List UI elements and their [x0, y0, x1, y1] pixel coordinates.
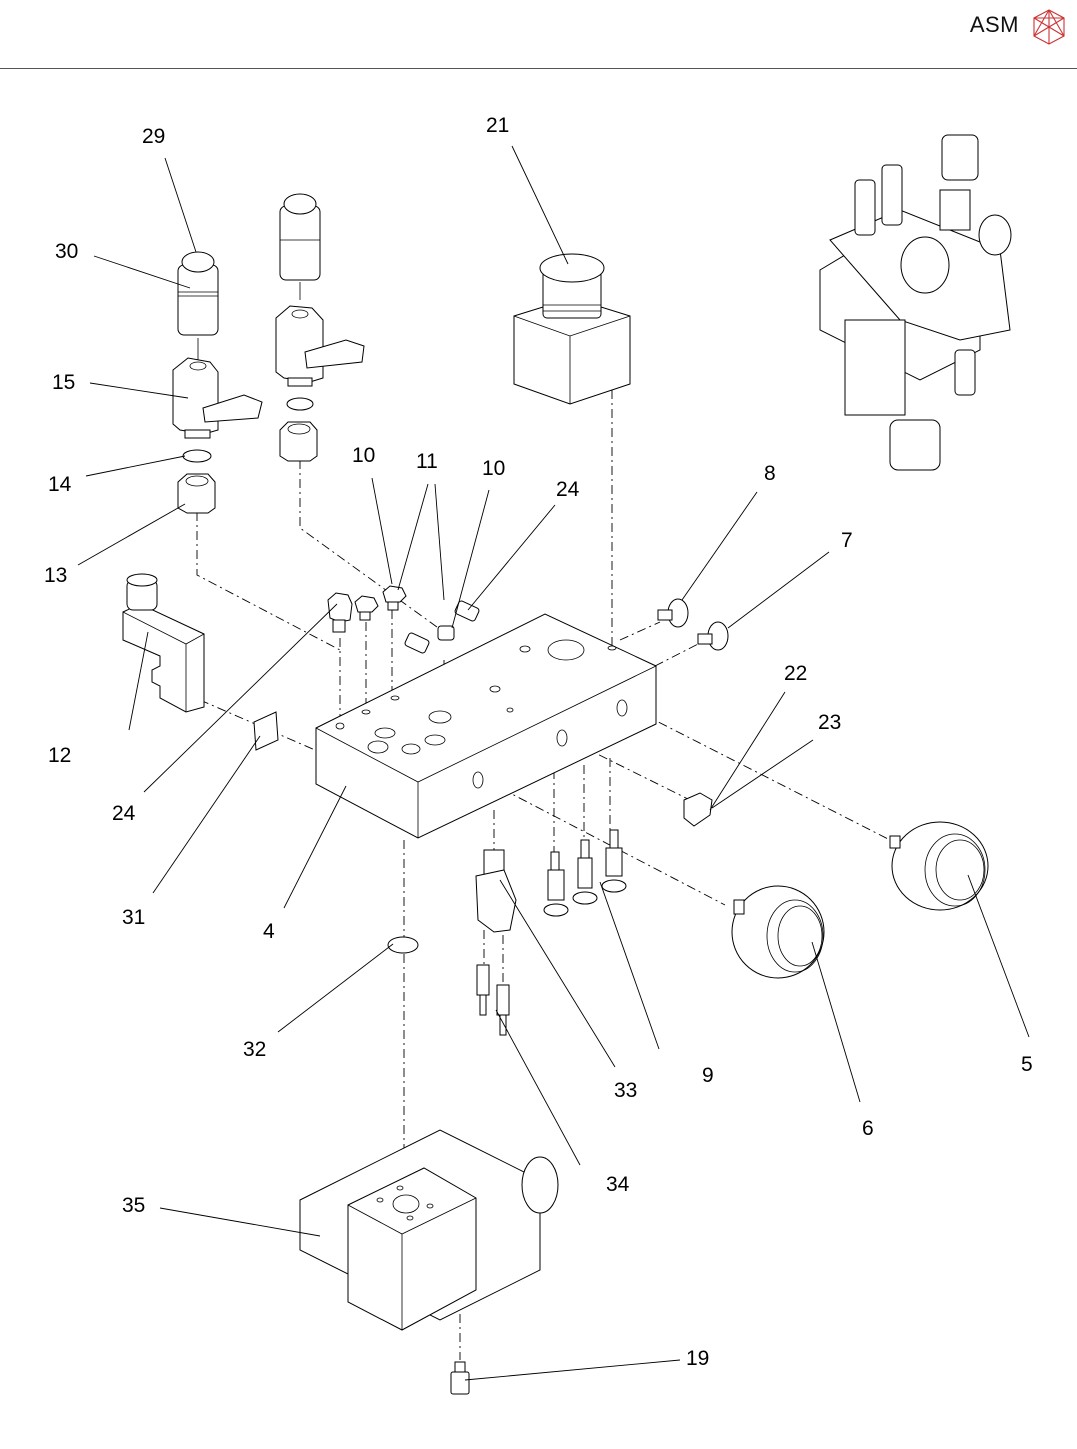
callout-12: 12 [48, 744, 71, 767]
parts-10-11-24-plugs [327, 585, 480, 654]
callout-10-left: 10 [352, 444, 375, 467]
callout-10-right: 10 [482, 457, 505, 480]
part-19-knurled-screw [450, 1361, 470, 1395]
asm-crystal-logo-icon [1033, 9, 1065, 45]
part-21-pressure-regulator [513, 253, 631, 405]
part-14-seal-ring [182, 449, 212, 463]
callout-35: 35 [122, 1194, 145, 1217]
parts-7-8-plugs [657, 598, 729, 651]
callout-4: 4 [263, 920, 275, 943]
part-12-solenoid [122, 573, 205, 713]
callout-21: 21 [486, 114, 509, 137]
part-33-tee-fitting [475, 849, 517, 933]
coupling-valve-assembly-right [275, 193, 365, 462]
callout-7: 7 [841, 529, 853, 552]
callout-13: 13 [44, 564, 67, 587]
callout-8: 8 [764, 462, 776, 485]
callout-22: 22 [784, 662, 807, 685]
callout-14: 14 [48, 473, 72, 496]
callout-9: 9 [702, 1064, 714, 1087]
part-31-gasket-plate [253, 711, 279, 751]
callout-29: 29 [142, 125, 165, 148]
callout-31: 31 [122, 906, 145, 929]
part-15-ball-valve-left [172, 357, 263, 439]
callout-24-bottom: 24 [112, 802, 136, 825]
part-13-nut [177, 473, 216, 514]
callout-15: 15 [52, 371, 75, 394]
page-header: ASM [0, 0, 1077, 70]
part-35-valve-block [299, 1129, 559, 1331]
header-divider [0, 68, 1077, 69]
part-4-manifold-block [315, 613, 657, 839]
part-22-23-elbow-fitting [683, 792, 713, 827]
part-5-pressure-gauge [889, 821, 989, 911]
callout-5: 5 [1021, 1053, 1033, 1076]
callout-11: 11 [416, 450, 438, 473]
part-9-check-valves [543, 829, 627, 917]
callout-34: 34 [606, 1173, 630, 1196]
part-29-30-coupling-left [177, 251, 219, 362]
callout-24-top: 24 [556, 478, 580, 501]
callout-labels: 29 30 15 14 13 21 10 11 10 24 8 7 12 22 … [44, 114, 1033, 1370]
callout-19: 19 [686, 1347, 709, 1370]
callout-30: 30 [55, 240, 78, 263]
part-34-pins [476, 964, 510, 1036]
callout-6: 6 [862, 1117, 874, 1140]
assembled-unit-view [819, 134, 1012, 471]
part-32-o-ring [387, 936, 419, 954]
callout-23: 23 [818, 711, 841, 734]
callout-32: 32 [243, 1038, 266, 1061]
leader-lines [77, 145, 1030, 1381]
callout-33: 33 [614, 1079, 637, 1102]
part-6-pressure-gauge [731, 885, 825, 979]
brand-name: ASM [969, 12, 1019, 37]
